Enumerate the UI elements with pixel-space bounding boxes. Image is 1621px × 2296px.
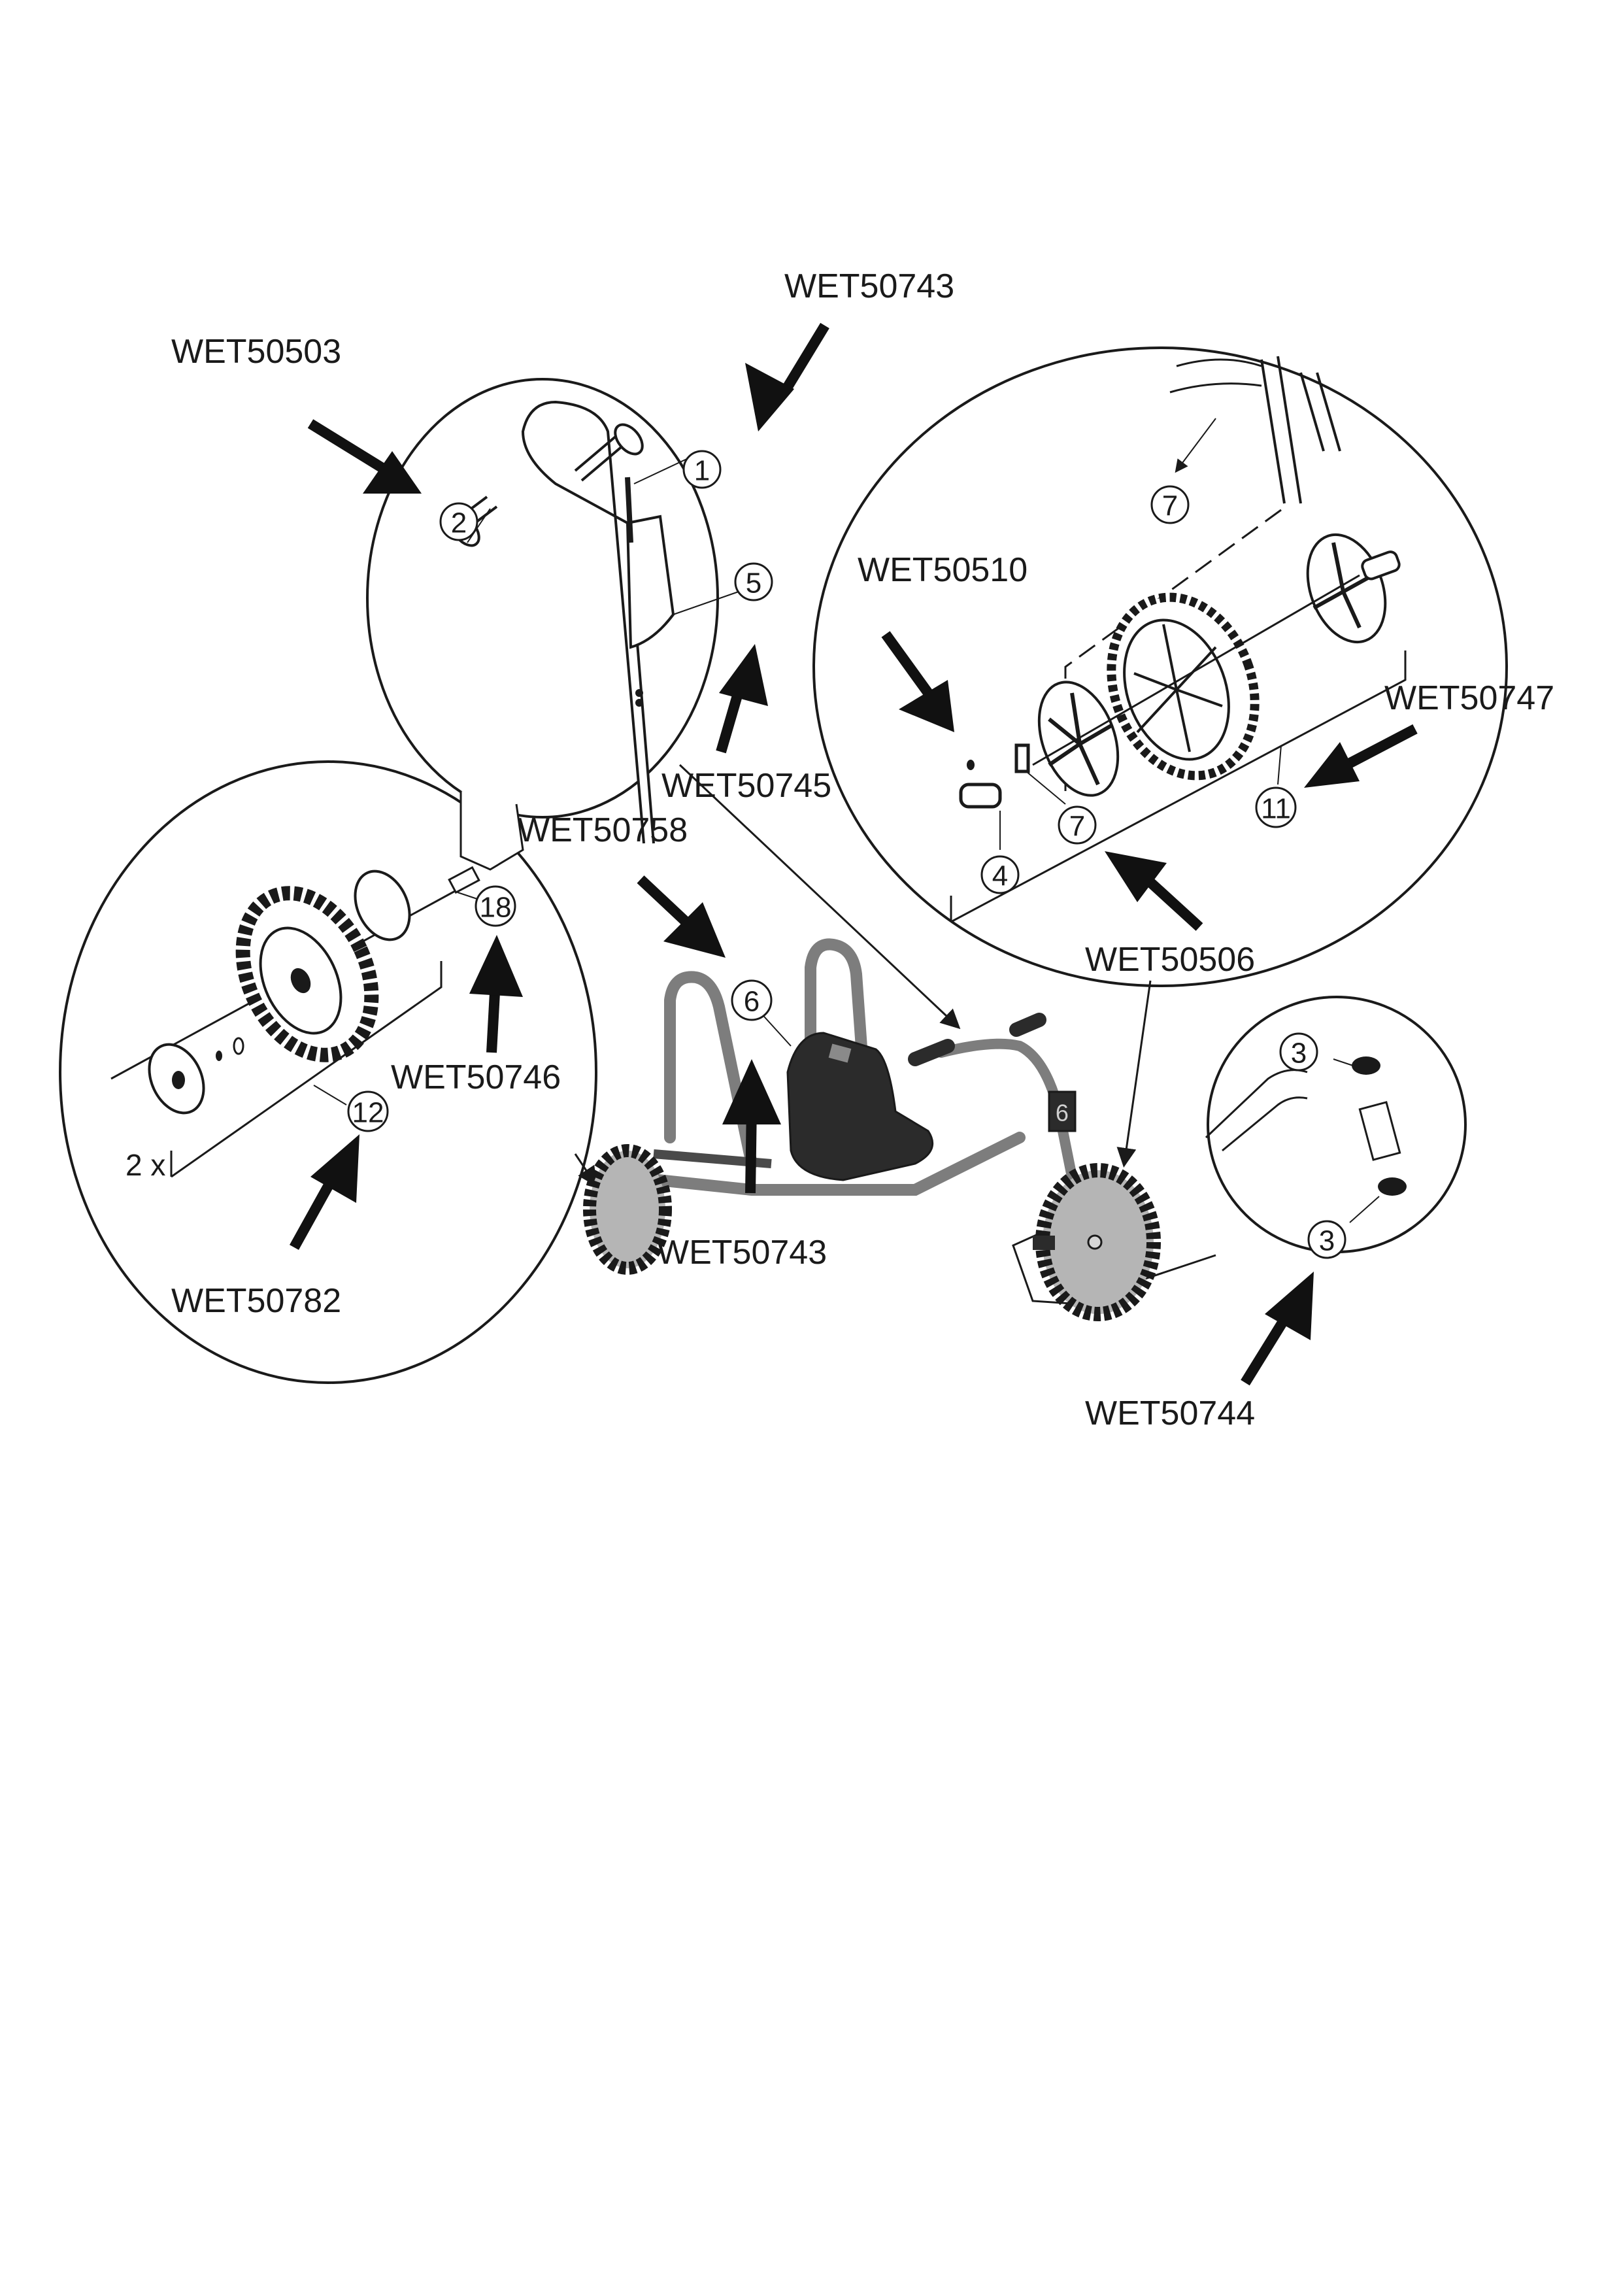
- callout-number: 3: [1319, 1225, 1335, 1257]
- callout-number: 12: [352, 1097, 384, 1129]
- detail-circle-rear-wheel: [59, 760, 597, 1384]
- callout-12: 12: [347, 1090, 389, 1132]
- arrow-pedal-clip: [881, 631, 954, 732]
- callout-18: 18: [475, 885, 516, 927]
- number-plate-text: 9: [1056, 1100, 1069, 1126]
- callout-number: 18: [480, 892, 512, 924]
- callout-11: 11: [1255, 786, 1297, 828]
- stem-cap: [626, 515, 675, 649]
- main-frame: [622, 1132, 1026, 1196]
- front-fork: [936, 1038, 1090, 1247]
- bearing-bottom-icon: [1378, 1177, 1407, 1196]
- pointer-arrows: [290, 322, 1418, 1386]
- part-code-stem-clamp: WET50745: [661, 767, 832, 805]
- rear-roll-bar-right: [805, 938, 872, 1117]
- arrow-handlebar-top: [745, 322, 829, 431]
- callout-number: 4: [992, 860, 1008, 892]
- callout-number: 3: [1291, 1038, 1307, 1070]
- rear-roll-bar-left: [664, 971, 758, 1170]
- part-code-handle-grip: WET50503: [171, 333, 342, 371]
- detail-circle-head-bearing: [1012, 996, 1467, 1306]
- callout-7-crank: 7: [1058, 805, 1097, 845]
- part-code-head-bearing: WET50744: [1085, 1394, 1256, 1432]
- callout-3-top: 3: [1279, 1032, 1318, 1072]
- trike-rear-wheel: [583, 1144, 672, 1275]
- seat-shell: [786, 1032, 934, 1181]
- bearing-top-icon: [1352, 1056, 1380, 1075]
- part-code-rear-axle: WET50758: [518, 811, 688, 849]
- part-code-pedal-crank: WET50506: [1085, 941, 1256, 979]
- callout-6: 6: [731, 979, 773, 1021]
- rear-hub-inner-icon: [354, 869, 411, 941]
- arrow-stem: [716, 644, 768, 754]
- part-code-rear-hub: WET50746: [391, 1058, 561, 1096]
- part-code-frame-seat: WET50743: [657, 1234, 827, 1272]
- arrow-rear-wheel: [290, 1134, 359, 1250]
- callout-7-top: 7: [1150, 485, 1190, 524]
- callout-number: 5: [746, 567, 761, 599]
- arrow-rear-axle: [637, 875, 726, 958]
- quantity-marker: 2 x: [125, 1148, 166, 1182]
- head-tube-icon: [1358, 1101, 1401, 1161]
- grip-right-icon: [614, 423, 644, 456]
- callout-number: 1: [694, 455, 710, 487]
- pedal-left-icon: [959, 783, 1002, 809]
- callout-4: 4: [980, 855, 1020, 894]
- handlebar-tube: [521, 400, 655, 844]
- number-plate: [1048, 1090, 1077, 1132]
- callout-number: 6: [744, 986, 760, 1018]
- part-code-handlebar-top: WET50743: [784, 267, 955, 305]
- callout-number: 7: [1069, 811, 1085, 843]
- part-code-front-wheel: WET50747: [1384, 679, 1555, 717]
- arrow-frame-seat: [722, 1059, 781, 1194]
- arrow-pedal-crank: [1105, 851, 1203, 931]
- arrow-head-bearing: [1241, 1272, 1314, 1386]
- callout-number: 7: [1162, 490, 1178, 522]
- part-code-rear-wheel: WET50782: [171, 1282, 342, 1320]
- assembled-trike: 9: [583, 938, 1161, 1321]
- arrow-handle-grip: [307, 419, 422, 494]
- callout-number: 2: [451, 507, 467, 539]
- arrow-front-wheel: [1304, 724, 1418, 788]
- arrow-rear-hub: [469, 935, 523, 1053]
- detail-circle-front-wheel: [812, 346, 1508, 1168]
- callout-1: 1: [682, 450, 722, 489]
- callout-number: 11: [1261, 793, 1291, 825]
- callout-3-bottom: 3: [1307, 1220, 1346, 1259]
- part-code-pedal-clip: WET50510: [858, 551, 1028, 589]
- detail-circle-handlebar: [366, 378, 961, 1030]
- callout-2: 2: [439, 502, 478, 541]
- pedal-right-icon: [1361, 550, 1401, 581]
- callout-5: 5: [734, 562, 773, 601]
